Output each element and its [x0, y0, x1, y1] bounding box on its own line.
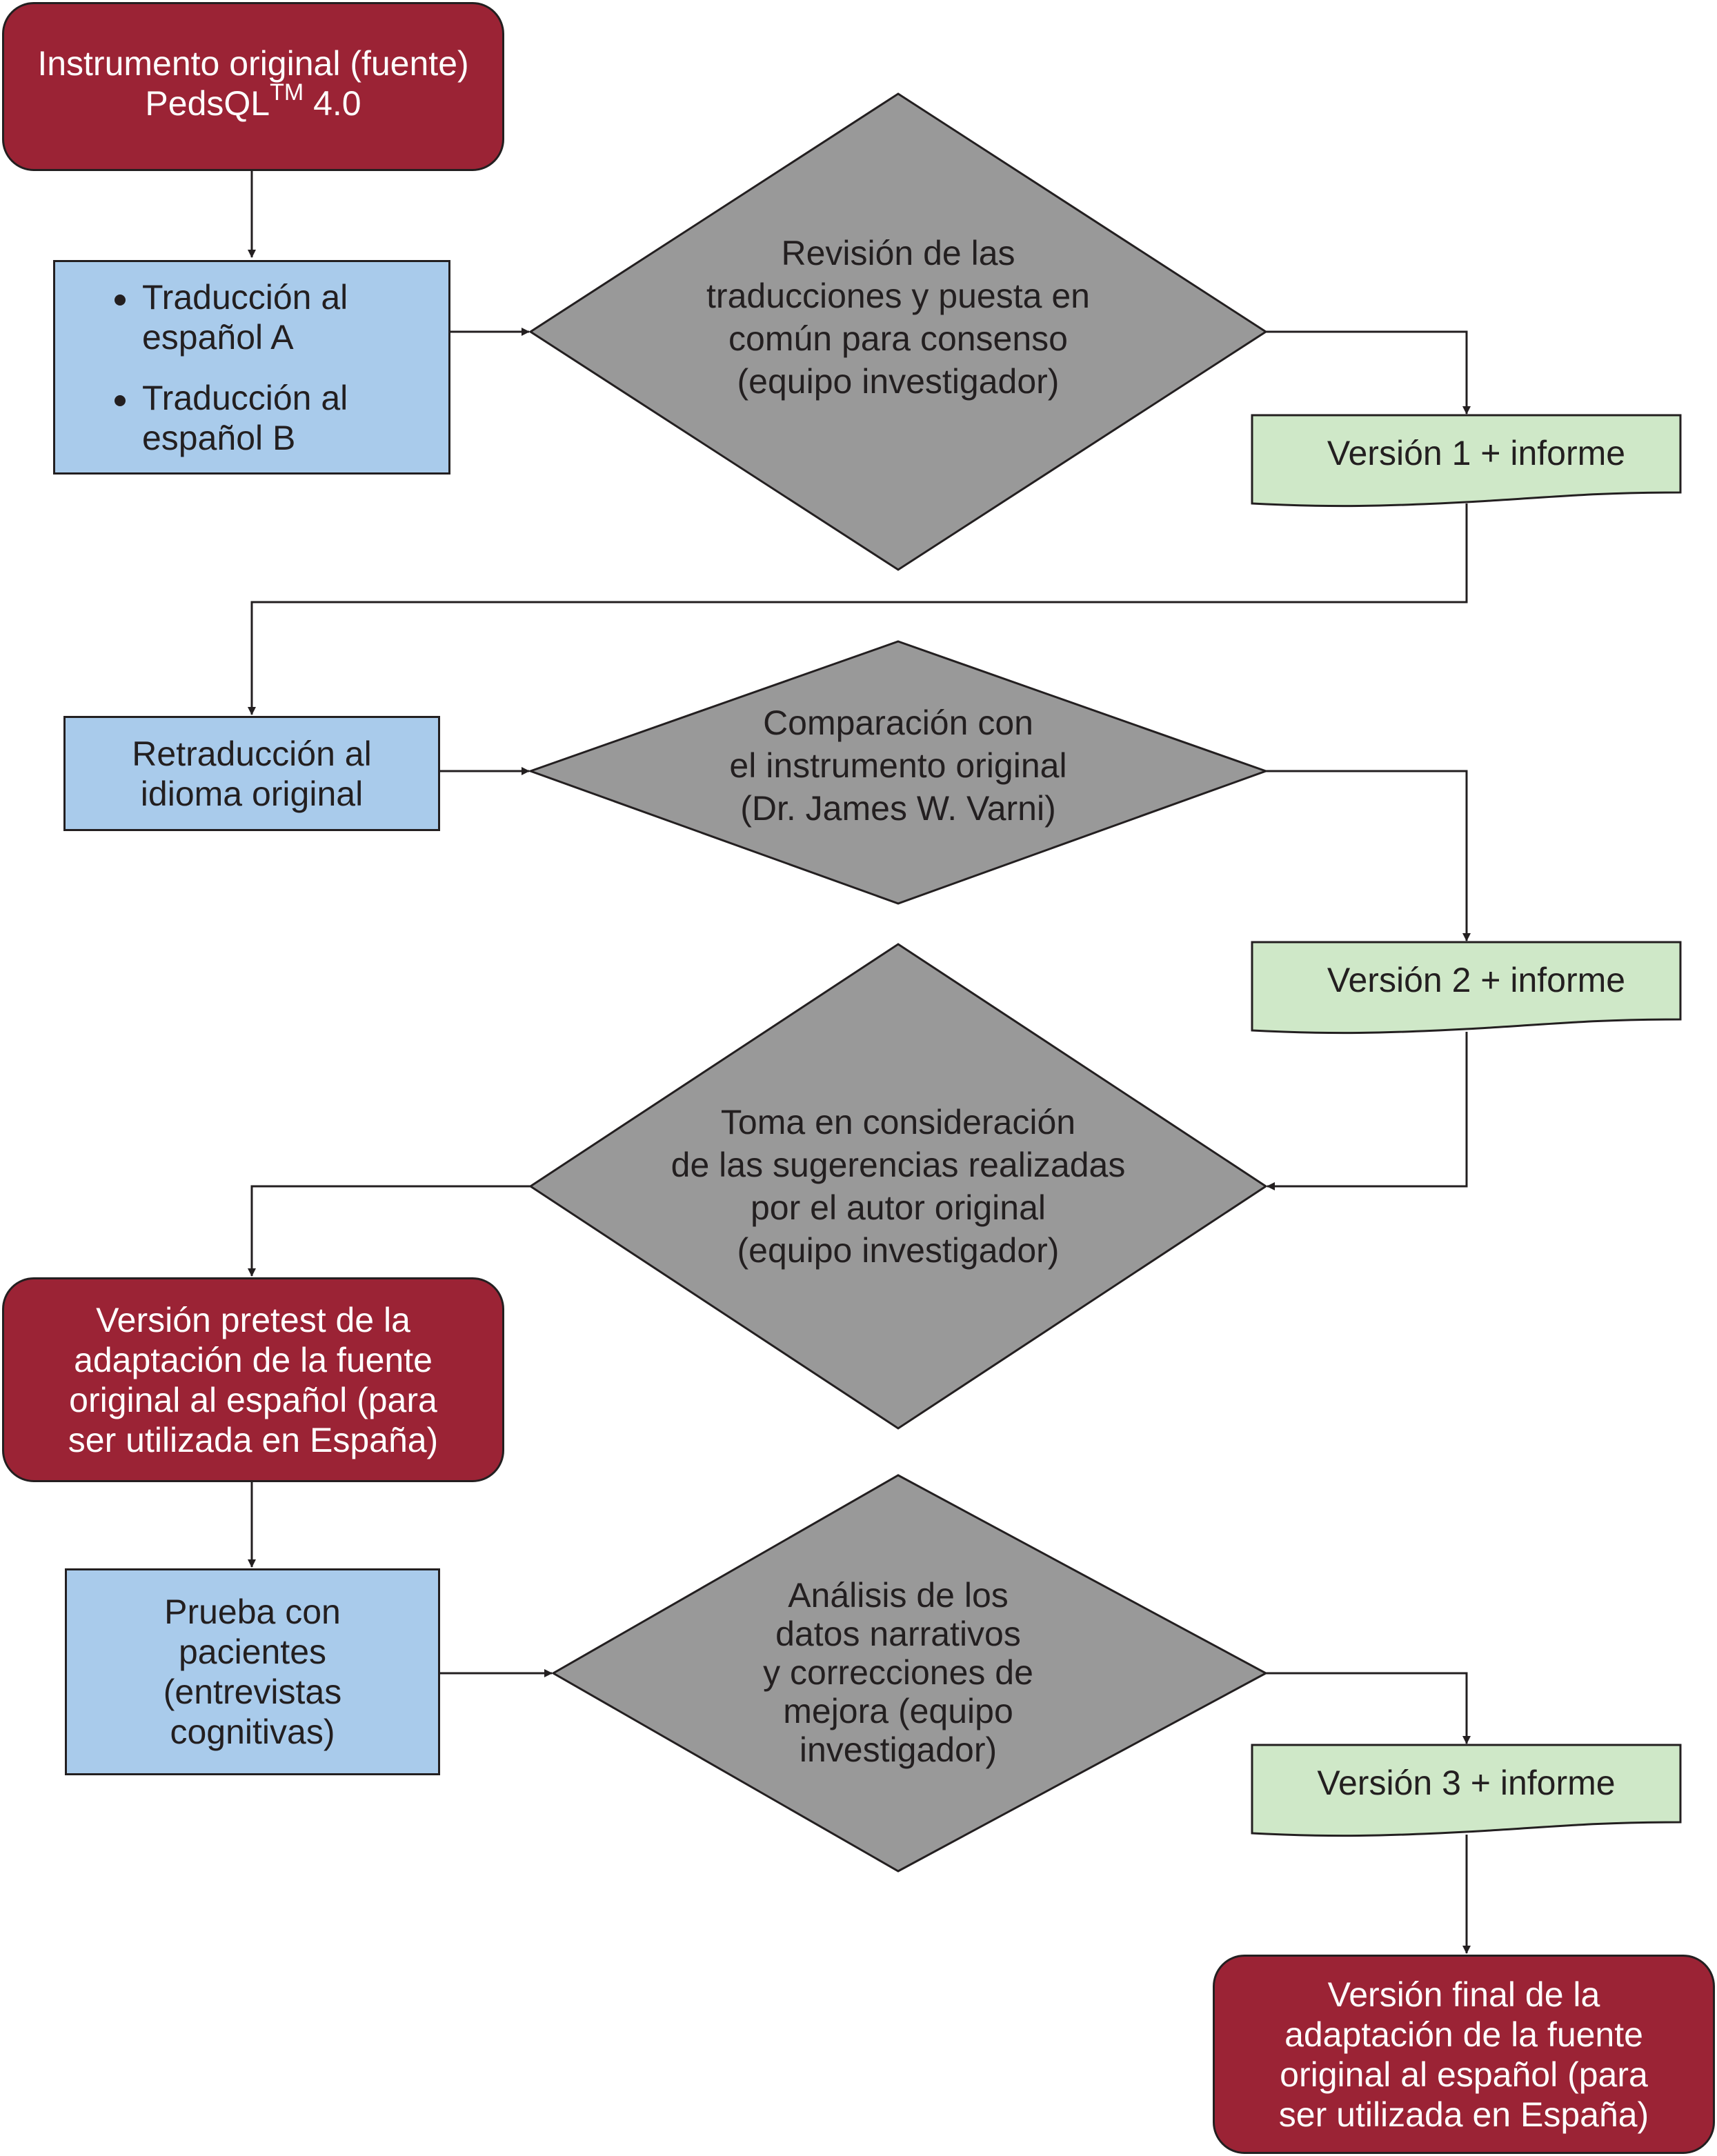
analysis-text: Análisis de los datos narrativos y corre…: [763, 1576, 1033, 1769]
version3-label: Versión 3 + informe: [1317, 1764, 1616, 1802]
review-text: Revisión de las traducciones y puesta en…: [706, 234, 1090, 401]
pretest-version-box: Versión pretest de la adaptación de la f…: [2, 1277, 504, 1482]
connector-version2-to-consideration: [1267, 1032, 1468, 1190]
final-version-box: Versión final de la adaptación de la fue…: [1213, 1955, 1715, 2154]
review-diamond: [528, 92, 1268, 571]
source-title: Instrumento original (fuente): [37, 43, 469, 83]
connector-version1-to-backtranslation: [248, 503, 1468, 715]
back-translation-box: Retraducción al idioma original: [63, 716, 440, 831]
trademark-superscript: TM: [270, 79, 304, 106]
consideration-diamond: [528, 943, 1268, 1430]
translation-item-b: Traducción al español B: [108, 378, 348, 458]
connector-comparison-to-version2: [1266, 770, 1471, 941]
connector-review-to-version1: [1266, 330, 1471, 415]
comparison-diamond: [527, 640, 1269, 905]
source-instrument-box: Instrumento original (fuente) PedsQLTM 4…: [2, 2, 504, 171]
translations-list: Traducción al español A Traducción al es…: [108, 277, 348, 458]
analysis-diamond: [550, 1474, 1269, 1873]
version1-document-shape: [1251, 414, 1682, 508]
version2-document-shape: [1251, 941, 1682, 1035]
patient-testing-box: Prueba con pacientes (entrevistas cognit…: [65, 1568, 440, 1775]
translations-box: Traducción al español A Traducción al es…: [53, 260, 450, 475]
version3-document-shape: [1251, 1744, 1682, 1837]
connector-analysis-to-version3: [1266, 1672, 1471, 1744]
connector-consideration-to-pretest: [248, 1185, 530, 1277]
version1-label: Versión 1 + informe: [1327, 434, 1626, 472]
source-instrument-name: PedsQLTM 4.0: [145, 79, 361, 123]
comparison-text: Comparación con el instrumento original …: [729, 703, 1067, 828]
version2-label: Versión 2 + informe: [1327, 961, 1626, 999]
consideration-text: Toma en consideración de las sugerencias…: [671, 1103, 1126, 1270]
source-version-number: 4.0: [304, 83, 361, 123]
translation-item-a: Traducción al español A: [108, 277, 348, 357]
